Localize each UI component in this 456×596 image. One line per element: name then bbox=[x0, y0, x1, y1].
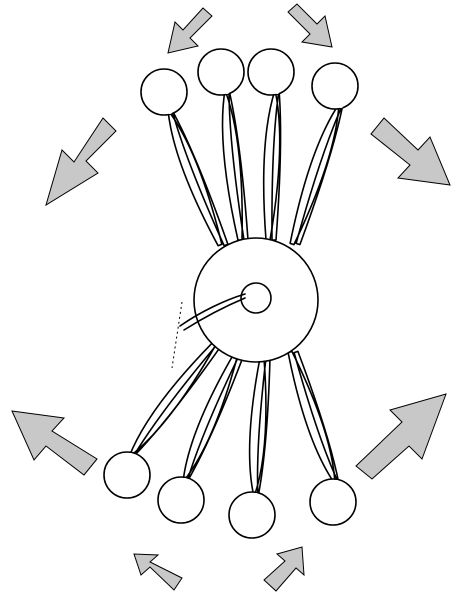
arrow-top-left-small bbox=[168, 8, 212, 53]
lower-filament-4 bbox=[288, 351, 335, 484]
arrow-bottom-left-small bbox=[134, 554, 182, 590]
dashed-guide-line bbox=[172, 302, 182, 368]
arrow-upper-left-large bbox=[46, 118, 116, 205]
lower-filament-bundles bbox=[129, 343, 339, 497]
upper-disc-2 bbox=[198, 49, 244, 95]
arrow-lower-left-large bbox=[12, 411, 97, 475]
arrow-top-right-small bbox=[288, 4, 332, 47]
upper-disc-3 bbox=[248, 49, 294, 95]
upper-disc-1 bbox=[141, 69, 187, 115]
upper-filament-2 bbox=[223, 90, 243, 240]
arrow-lower-right-large bbox=[356, 394, 446, 479]
arrow-upper-right-large bbox=[371, 118, 450, 185]
arrow-bottom-right-small bbox=[264, 547, 304, 591]
upper-filament-4 bbox=[290, 104, 339, 245]
upper-filament-bundles bbox=[168, 90, 343, 246]
upper-discs bbox=[141, 49, 358, 115]
central-body bbox=[172, 238, 318, 368]
lower-discs bbox=[104, 452, 356, 538]
upper-disc-4 bbox=[312, 63, 358, 109]
